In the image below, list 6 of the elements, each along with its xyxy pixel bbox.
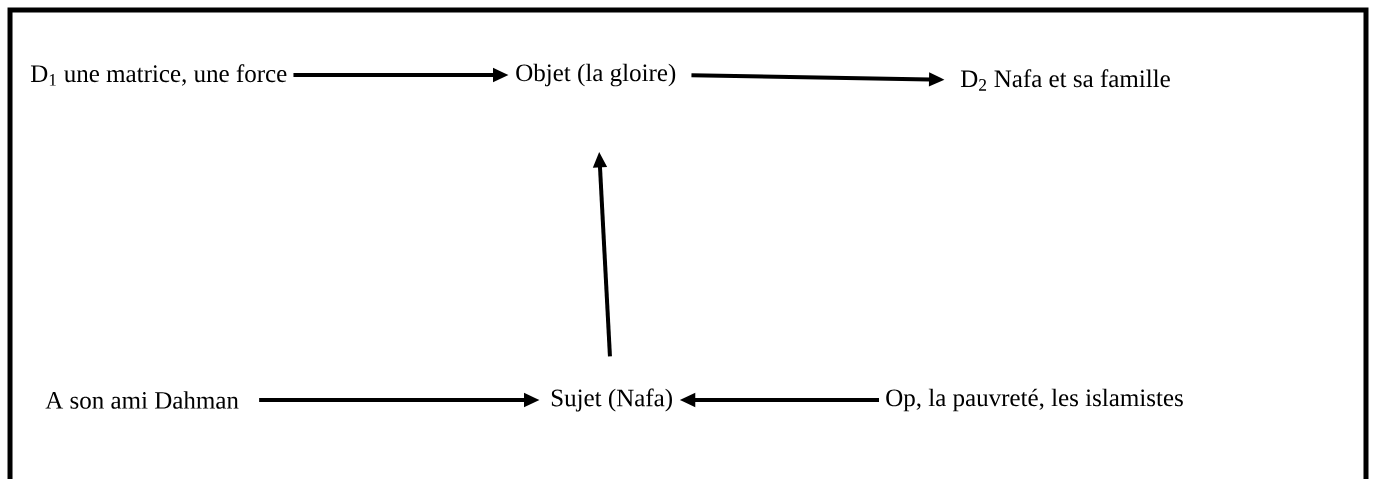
node-label: Objet (la gloire): [516, 63, 676, 87]
node-label: D$_{2}$ Nafa et sa famille: [960, 69, 1170, 91]
node-label: D$_{1}$ une matrice, une force: [30, 64, 287, 86]
node-label: Sujet (Nafa): [551, 388, 672, 412]
node-label: Op, la pauvreté, les islamistes: [886, 388, 1183, 412]
node-label: A son ami Dahman: [45, 391, 239, 409]
